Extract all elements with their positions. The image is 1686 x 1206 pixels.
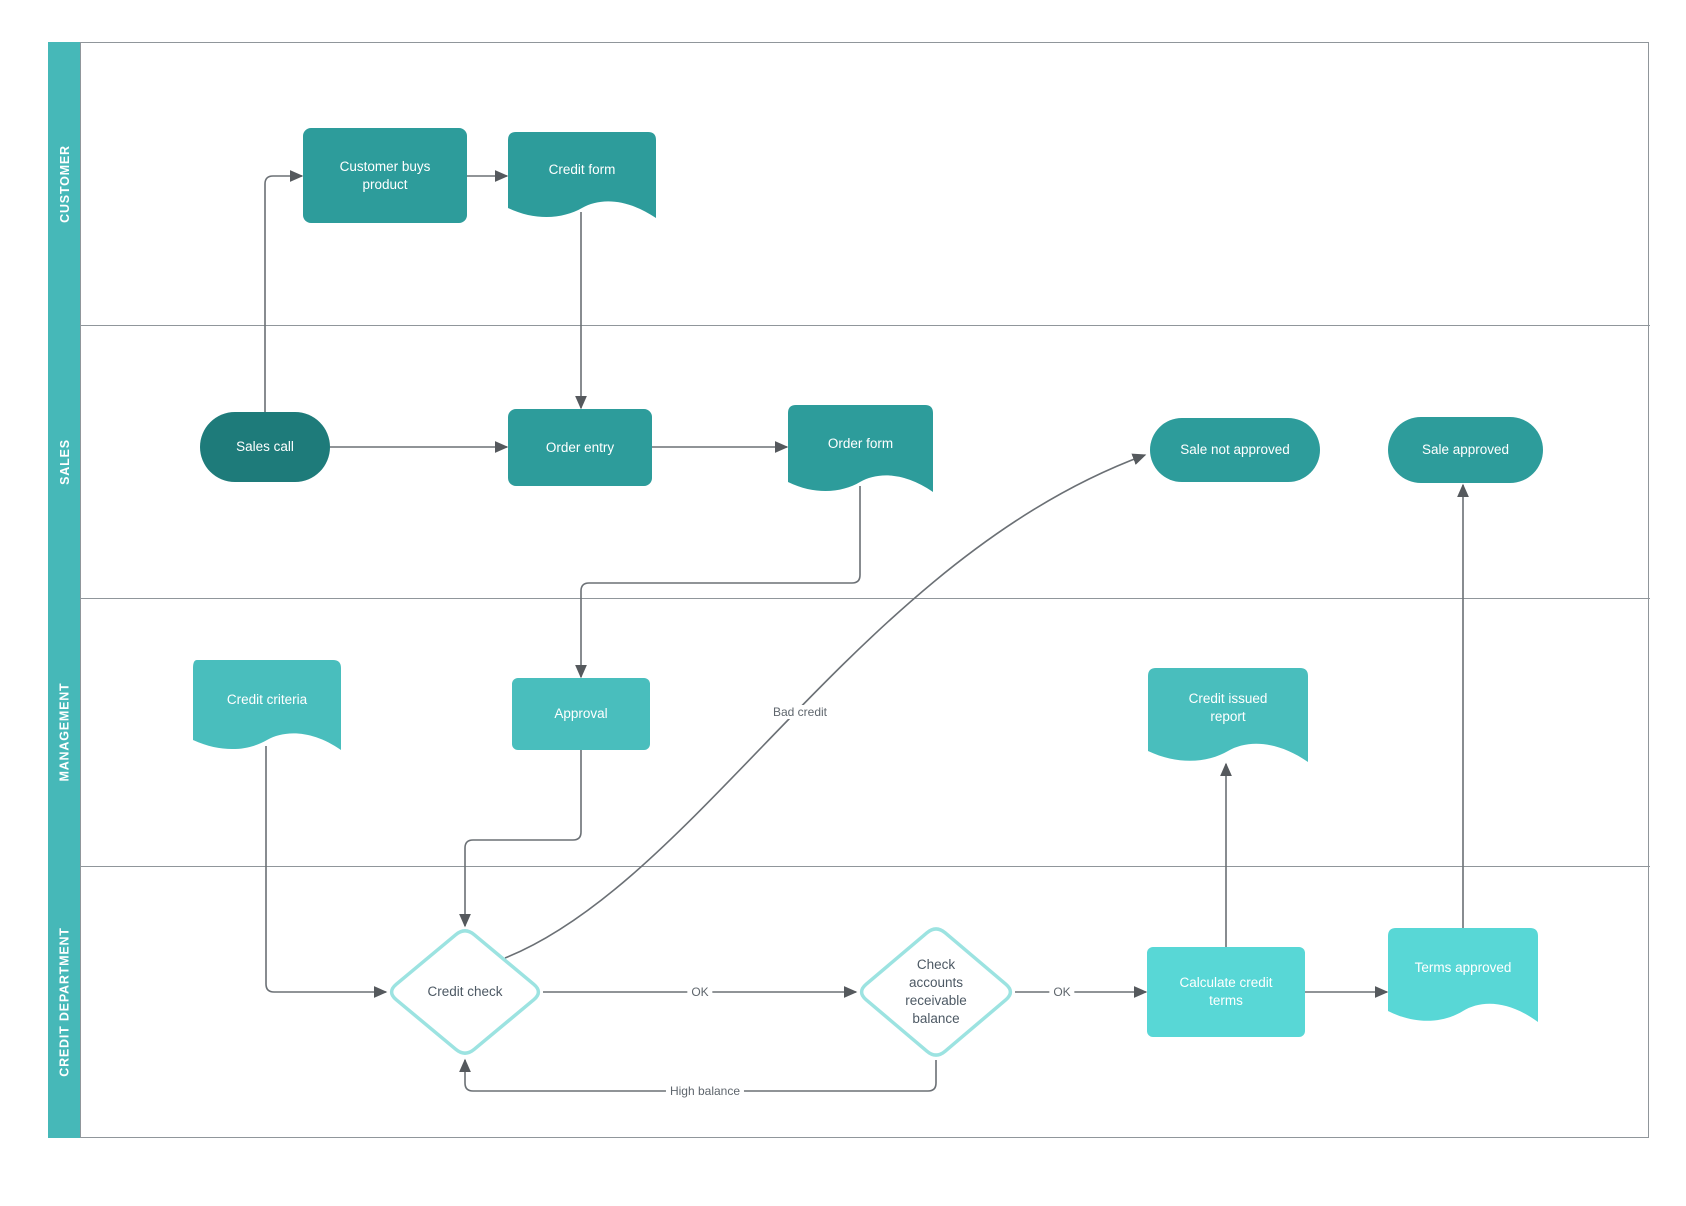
- node-credit-check-shape[interactable]: [389, 929, 541, 1055]
- edge-label-high-balance: High balance: [665, 1084, 745, 1098]
- edge-order-form-to-approval: [575, 486, 861, 679]
- lane-divider-1: [48, 325, 1650, 326]
- node-customer-buys-product[interactable]: Customer buys product: [303, 128, 467, 223]
- node-order-form-shape[interactable]: [788, 405, 933, 492]
- lane-header-customer[interactable]: [48, 42, 81, 325]
- lane-divider-2: [48, 598, 1650, 599]
- node-approval[interactable]: Approval: [512, 678, 650, 750]
- node-sale-not-approved[interactable]: Sale not approved: [1150, 418, 1320, 482]
- node-sale-approved[interactable]: Sale approved: [1388, 417, 1543, 483]
- edge-label-ok-accounts: OK: [1049, 985, 1075, 999]
- node-sales-call[interactable]: Sales call: [200, 412, 330, 482]
- edge-approval-to-credit-check: [459, 750, 582, 928]
- edge-credit-criteria-to-credit-check: [265, 746, 388, 998]
- node-check-accounts-shape[interactable]: [859, 927, 1013, 1057]
- node-calculate-credit-terms[interactable]: Calculate credit terms: [1147, 947, 1305, 1037]
- edge-sales-call-to-customer-buys: [264, 170, 304, 412]
- edge-label-bad-credit: Bad credit: [768, 705, 832, 719]
- node-terms-approved-shape[interactable]: [1388, 928, 1538, 1022]
- node-credit-criteria-shape[interactable]: [193, 660, 341, 750]
- lane-header-credit-department[interactable]: [48, 866, 81, 1138]
- lane-divider-3: [48, 866, 1650, 867]
- lane-header-sales[interactable]: [48, 325, 81, 598]
- node-credit-issued-report-shape[interactable]: [1148, 668, 1308, 762]
- node-credit-form-shape[interactable]: [508, 132, 656, 218]
- edge-label-ok-credit-check: OK: [687, 985, 713, 999]
- node-order-entry[interactable]: Order entry: [508, 409, 652, 486]
- lane-header-management[interactable]: [48, 598, 81, 866]
